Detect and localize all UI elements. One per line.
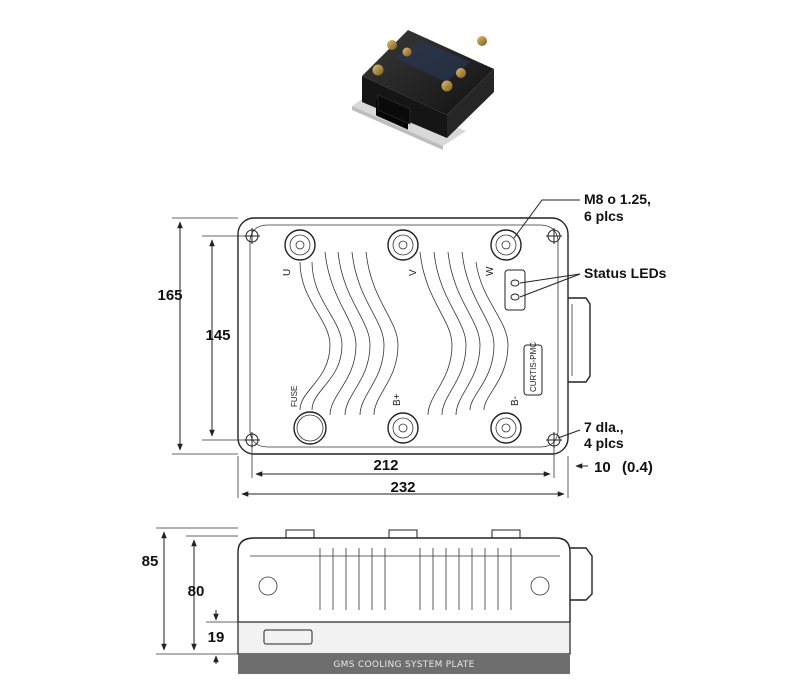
callout-bolts-line2: 6 plcs bbox=[584, 208, 624, 224]
callout-holes: 7 dla., 4 plcs bbox=[557, 419, 624, 451]
callout-bolts-line1: M8 ο 1.25, bbox=[584, 191, 651, 207]
terminal-label-u: U bbox=[282, 269, 293, 276]
dim-offset-inch-label: (0.4) bbox=[622, 459, 653, 476]
dim-width-outer: 232 bbox=[237, 456, 569, 498]
terminal-label-fuse: FUSE bbox=[290, 386, 299, 407]
cooling-plate bbox=[238, 654, 570, 674]
cooling-fins bbox=[299, 251, 509, 416]
dim-width-outer-label: 232 bbox=[390, 479, 415, 496]
terminal-label-w: W bbox=[485, 266, 496, 276]
dim-width-inner: 212 bbox=[251, 448, 555, 478]
dim-height-inner-label: 145 bbox=[205, 327, 230, 344]
motor-controller-photo bbox=[352, 30, 494, 150]
dim-offset: 10 (0.4) bbox=[575, 459, 653, 476]
dim-side-body: 80 bbox=[186, 535, 238, 651]
dim-side-base-label: 19 bbox=[208, 629, 225, 646]
callout-bolts: M8 ο 1.25, 6 plcs bbox=[513, 191, 651, 239]
dim-side-total-label: 85 bbox=[142, 553, 159, 570]
terminal-label-b-minus: B- bbox=[510, 396, 521, 406]
dim-height-outer-label: 165 bbox=[157, 287, 182, 304]
side-connector bbox=[568, 297, 591, 383]
brand-plate: CURTIS-PMC bbox=[523, 342, 543, 396]
terminal-label-v: V bbox=[408, 269, 419, 276]
dim-side-base: 19 bbox=[206, 610, 238, 664]
dim-height-outer: 165 bbox=[157, 217, 238, 455]
status-led-box bbox=[504, 269, 526, 311]
callout-holes-line1: 7 dla., bbox=[584, 419, 624, 435]
callout-status-leds: Status LEDs bbox=[519, 265, 667, 298]
top-view: CURTIS-PMC U V W FUSE B+ B- 165 145 212 bbox=[157, 191, 667, 498]
dim-side-body-label: 80 bbox=[188, 583, 205, 600]
side-fins bbox=[250, 548, 560, 610]
side-body-outline bbox=[237, 537, 571, 622]
side-base bbox=[237, 621, 571, 655]
brand-label: CURTIS-PMC bbox=[529, 342, 538, 392]
housing-outline bbox=[237, 217, 569, 455]
dim-side-total: 85 bbox=[142, 527, 238, 655]
housing-inner-outline bbox=[249, 224, 559, 448]
terminal-bolts bbox=[284, 229, 522, 445]
dim-width-inner-label: 212 bbox=[373, 457, 398, 474]
dim-offset-label: 10 bbox=[594, 459, 611, 476]
mounting-holes bbox=[244, 228, 562, 448]
terminal-label-b-plus: B+ bbox=[392, 393, 403, 406]
callout-holes-line2: 4 plcs bbox=[584, 435, 624, 451]
callout-status-leds-label: Status LEDs bbox=[584, 265, 667, 281]
dim-height-inner: 145 bbox=[202, 235, 244, 441]
side-view: GMS COOLING SYSTEM PLATE 85 80 19 bbox=[142, 527, 593, 674]
cooling-plate-label: GMS COOLING SYSTEM PLATE bbox=[333, 660, 474, 670]
